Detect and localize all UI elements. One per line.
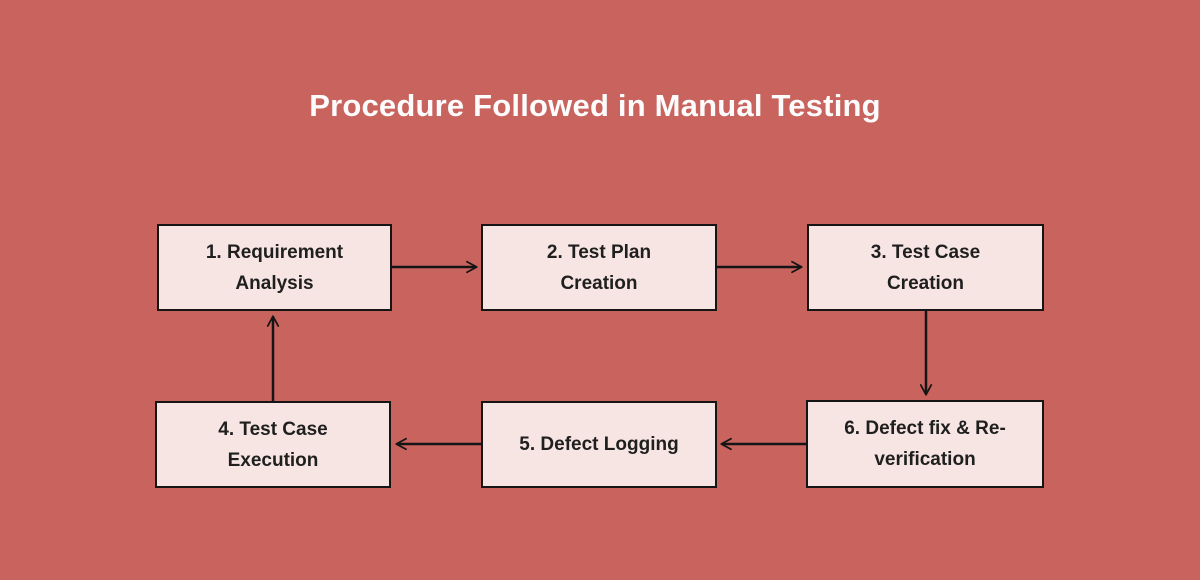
node-label-line: 1. Requirement xyxy=(205,241,344,263)
flow-node-defect-fix-reverification: 6. Defect fix & Re- verification xyxy=(806,400,1044,488)
node-label-line: Creation xyxy=(560,272,638,294)
flow-node-test-case-execution: 4. Test Case Execution xyxy=(155,401,391,488)
node-label-line: 4. Test Case xyxy=(218,418,328,440)
flow-node-test-case-creation: 3. Test Case Creation xyxy=(807,224,1044,311)
node-label-line: 5. Defect Logging xyxy=(519,434,679,455)
flow-node-test-plan-creation: 2. Test Plan Creation xyxy=(481,224,717,311)
page-title: Procedure Followed in Manual Testing xyxy=(309,88,881,123)
node-label-line: Analysis xyxy=(235,272,314,294)
flow-node-requirement-analysis: 1. Requirement Analysis xyxy=(157,224,392,311)
node-label-line: Execution xyxy=(227,449,319,471)
node-label-line: verification xyxy=(874,449,976,470)
node-label-line: Creation xyxy=(886,272,965,294)
flow-node-defect-logging: 5. Defect Logging xyxy=(481,401,717,488)
node-label-line: 2. Test Plan xyxy=(546,241,652,263)
node-label-line: 6. Defect fix & Re- xyxy=(844,418,1006,439)
node-label-line: 3. Test Case xyxy=(870,241,981,263)
